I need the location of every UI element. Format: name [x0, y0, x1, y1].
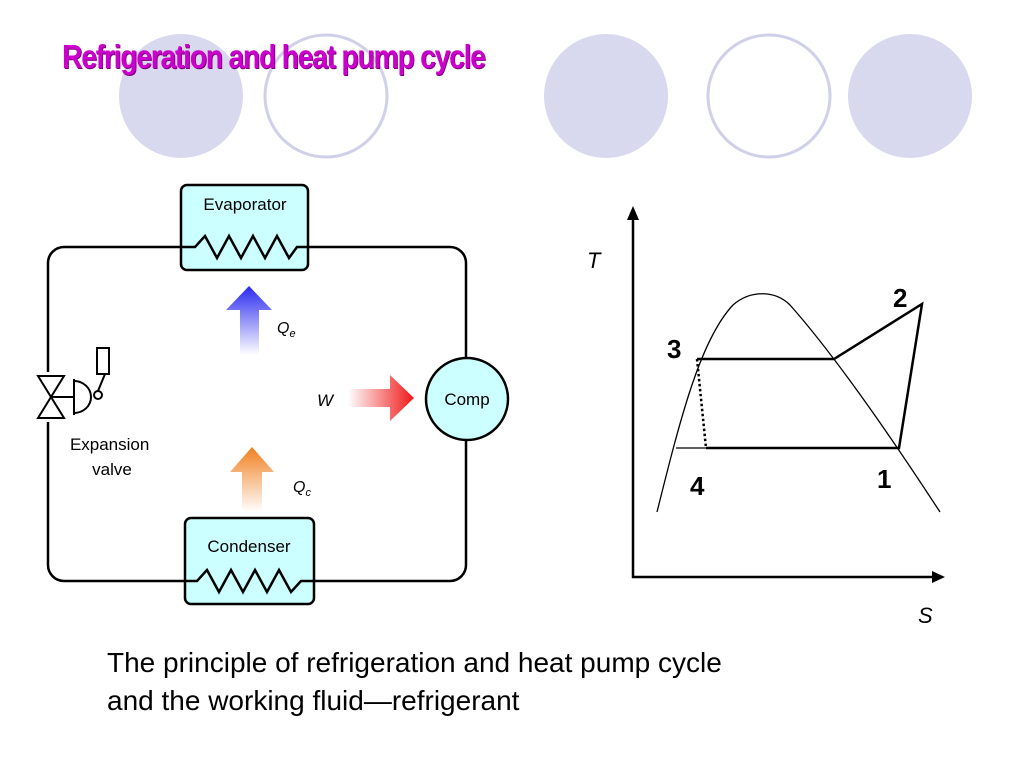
refrigeration-cycle-diagram: Evaporator Condenser Comp Expansion	[36, 183, 510, 606]
condenser: Condenser	[183, 516, 316, 606]
expansion-valve-icon	[36, 347, 110, 422]
slide-caption: The principle of refrigeration and heat …	[107, 644, 722, 720]
q-evaporator-label: Qe	[277, 320, 296, 340]
temperature-entropy-diagram: T S 2 3 4 1	[587, 206, 945, 628]
slide-title: Refrigeration and heat pump cycle	[62, 38, 486, 75]
condenser-coil	[185, 567, 314, 595]
decor-circle-2	[263, 33, 389, 159]
expansion-process-4-3	[695, 358, 708, 449]
state-point-1: 1	[877, 464, 891, 494]
t-axis-label: T	[587, 248, 602, 273]
s-axis-label: S	[918, 603, 933, 628]
decor-circle-1	[119, 34, 243, 158]
decor-circle-5	[848, 34, 972, 158]
state-point-3: 3	[667, 334, 681, 364]
q-condenser-label: Qc	[293, 479, 311, 499]
work-input-arrow	[348, 375, 414, 421]
caption-line-1: The principle of refrigeration and heat …	[107, 647, 722, 678]
evaporator-label: Evaporator	[203, 195, 286, 214]
state-point-2: 2	[893, 283, 907, 313]
cycle-path-3-2-1-4	[697, 301, 924, 450]
s-axis-arrowhead	[932, 571, 945, 583]
compressor-label: Comp	[444, 390, 489, 409]
expansion-valve-label: Expansion valve	[70, 435, 154, 479]
t-axis-arrowhead	[627, 206, 639, 220]
evaporator-coil	[181, 233, 308, 261]
evaporator-heat-arrow	[226, 286, 272, 355]
state-point-4: 4	[690, 471, 705, 501]
caption-line-2: and the working fluid—refrigerant	[107, 685, 520, 716]
decor-circle-4	[706, 33, 832, 159]
work-label: W	[317, 391, 335, 410]
compressor: Comp	[424, 356, 510, 442]
decor-circle-3	[544, 34, 668, 158]
condenser-label: Condenser	[207, 537, 291, 556]
saturation-dome	[656, 293, 941, 513]
evaporator: Evaporator	[179, 183, 310, 272]
condenser-heat-arrow	[230, 447, 274, 512]
decorative-circles	[119, 33, 972, 159]
